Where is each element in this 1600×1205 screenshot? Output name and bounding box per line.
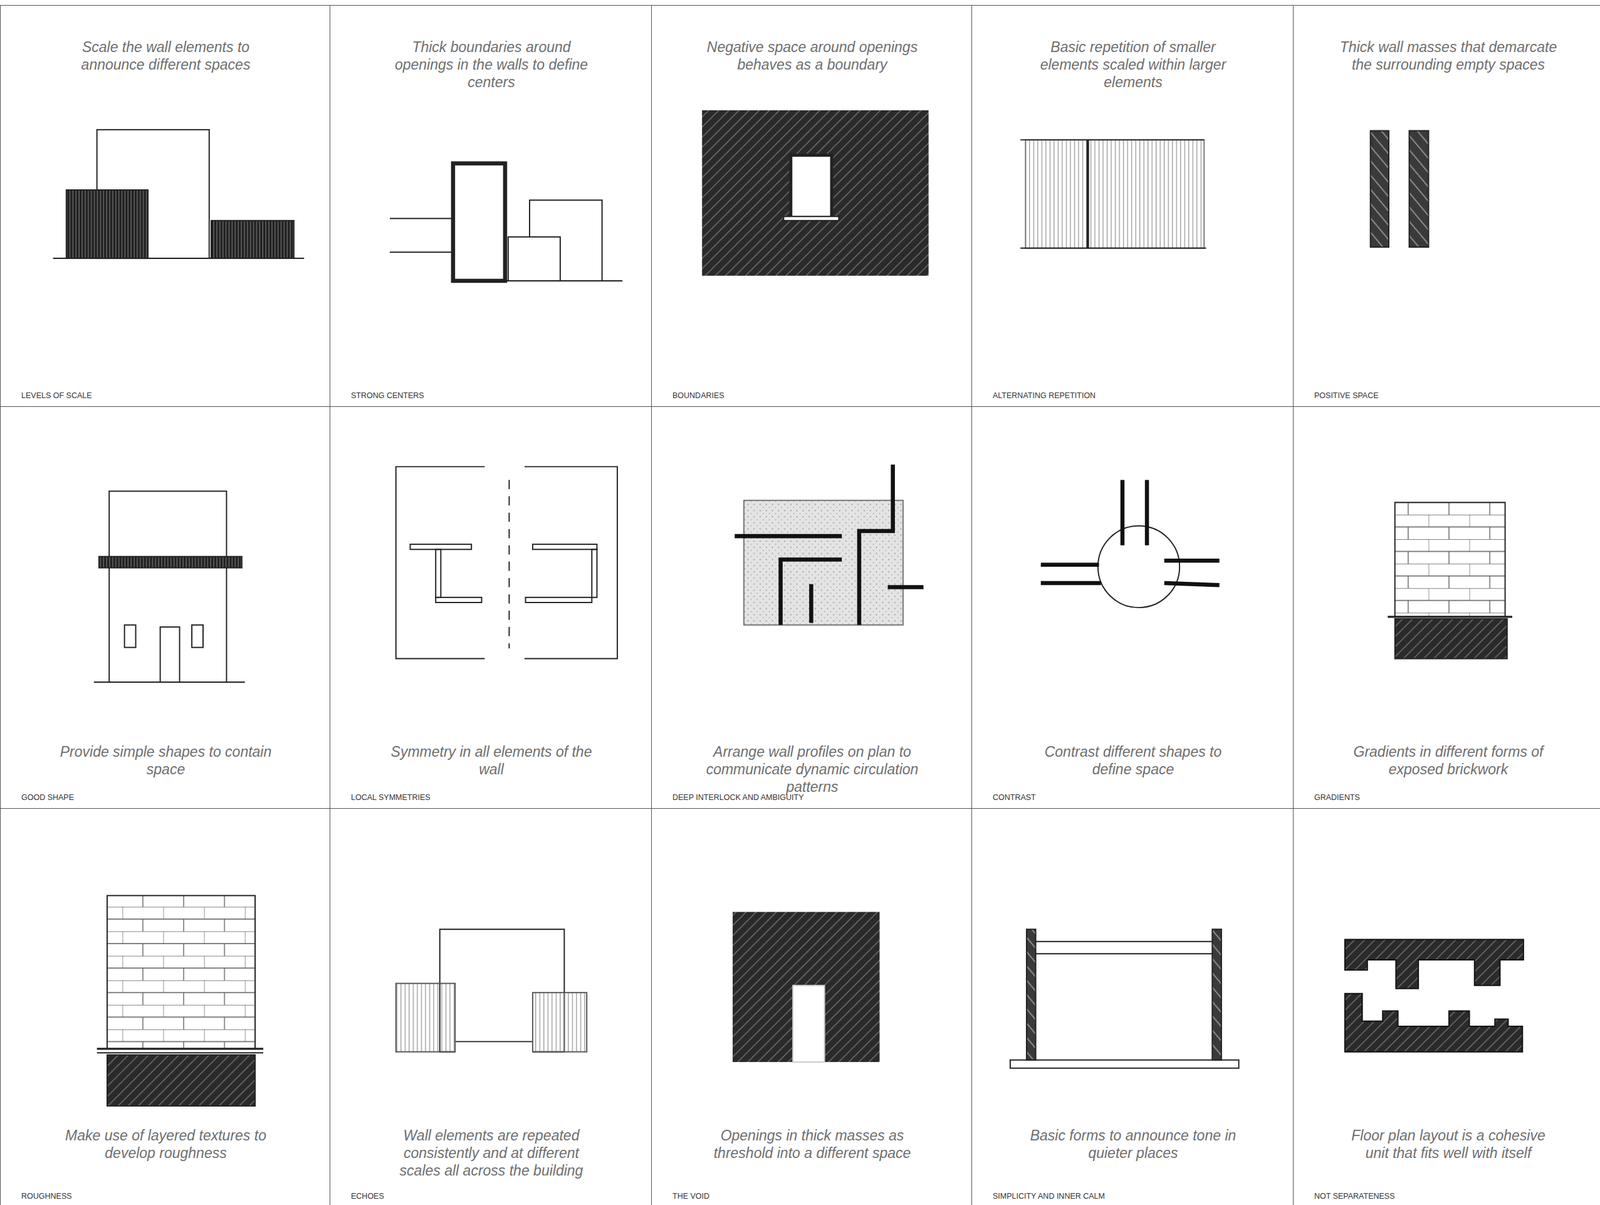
principle-caption: Openings in thick masses as threshold in…	[702, 1126, 922, 1162]
principle-card: Arrange wall profiles on plan to communi…	[651, 406, 973, 809]
principle-name: DEEP INTERLOCK AND AMBIGUITY	[672, 792, 805, 802]
principle-name: THE VOID	[672, 1191, 710, 1201]
principle-name: SIMPLICITY AND INNER CALM	[992, 1191, 1105, 1201]
principle-card: Contrast different shapes to define spac…	[971, 406, 1294, 809]
principle-name: ALTERNATING REPETITION	[992, 391, 1096, 400]
principle-caption: Thick wall masses that demarcate the sur…	[1338, 38, 1559, 74]
principle-card: Provide simple shapes to contain spaceGO…	[0, 406, 331, 809]
principle-name: BOUNDARIES	[672, 391, 725, 400]
principle-caption: Symmetry in all elements of the wall	[381, 742, 602, 778]
principle-caption: Arrange wall profiles on plan to communi…	[702, 742, 922, 796]
principle-name: LEVELS OF SCALE	[21, 391, 93, 400]
principle-caption: Basic forms to announce tone in quieter …	[1023, 1126, 1243, 1162]
principle-name: NOT SEPARATENESS	[1314, 1191, 1396, 1201]
principle-caption: Contrast different shapes to define spac…	[1023, 742, 1243, 778]
principle-name: ECHOES	[350, 1191, 385, 1201]
principle-caption: Gradients in different forms of exposed …	[1338, 742, 1559, 778]
principle-caption: Scale the wall elements to announce diff…	[56, 38, 276, 74]
principle-card: Gradients in different forms of exposed …	[1292, 406, 1600, 809]
principle-name: ROUGHNESS	[21, 1191, 73, 1201]
principle-caption: Floor plan layout is a cohesive unit tha…	[1338, 1126, 1559, 1162]
principle-card: Floor plan layout is a cohesive unit tha…	[1292, 807, 1600, 1205]
principle-card: Openings in thick masses as threshold in…	[651, 807, 973, 1205]
principle-caption: Negative space around openings behaves a…	[702, 38, 922, 74]
principle-caption: Make use of layered textures to develop …	[56, 1126, 276, 1162]
principle-card: Make use of layered textures to develop …	[0, 807, 331, 1205]
principle-caption: Provide simple shapes to contain space	[56, 742, 276, 778]
principle-card: Thick wall masses that demarcate the sur…	[1292, 5, 1600, 407]
principle-name: POSITIVE SPACE	[1314, 391, 1379, 400]
principle-card: Thick boundaries around openings in the …	[329, 5, 652, 407]
principle-name: CONTRAST	[992, 792, 1036, 802]
principle-name: LOCAL SYMMETRIES	[350, 792, 431, 802]
principle-card: Symmetry in all elements of the wallLOCA…	[329, 406, 652, 809]
principle-card: Basic repetition of smaller elements sca…	[971, 5, 1294, 407]
principle-caption: Thick boundaries around openings in the …	[381, 38, 602, 91]
principle-caption: Wall elements are repeated consistently …	[381, 1126, 602, 1179]
principle-name: GOOD SHAPE	[21, 792, 74, 802]
principle-card: Basic forms to announce tone in quieter …	[971, 807, 1294, 1205]
principle-caption: Basic repetition of smaller elements sca…	[1023, 38, 1243, 91]
principle-card: Wall elements are repeated consistently …	[329, 807, 652, 1205]
principle-name: STRONG CENTERS	[350, 391, 425, 400]
principle-card: Negative space around openings behaves a…	[651, 5, 973, 407]
principle-card: Scale the wall elements to announce diff…	[0, 5, 331, 407]
principle-name: GRADIENTS	[1314, 792, 1360, 802]
